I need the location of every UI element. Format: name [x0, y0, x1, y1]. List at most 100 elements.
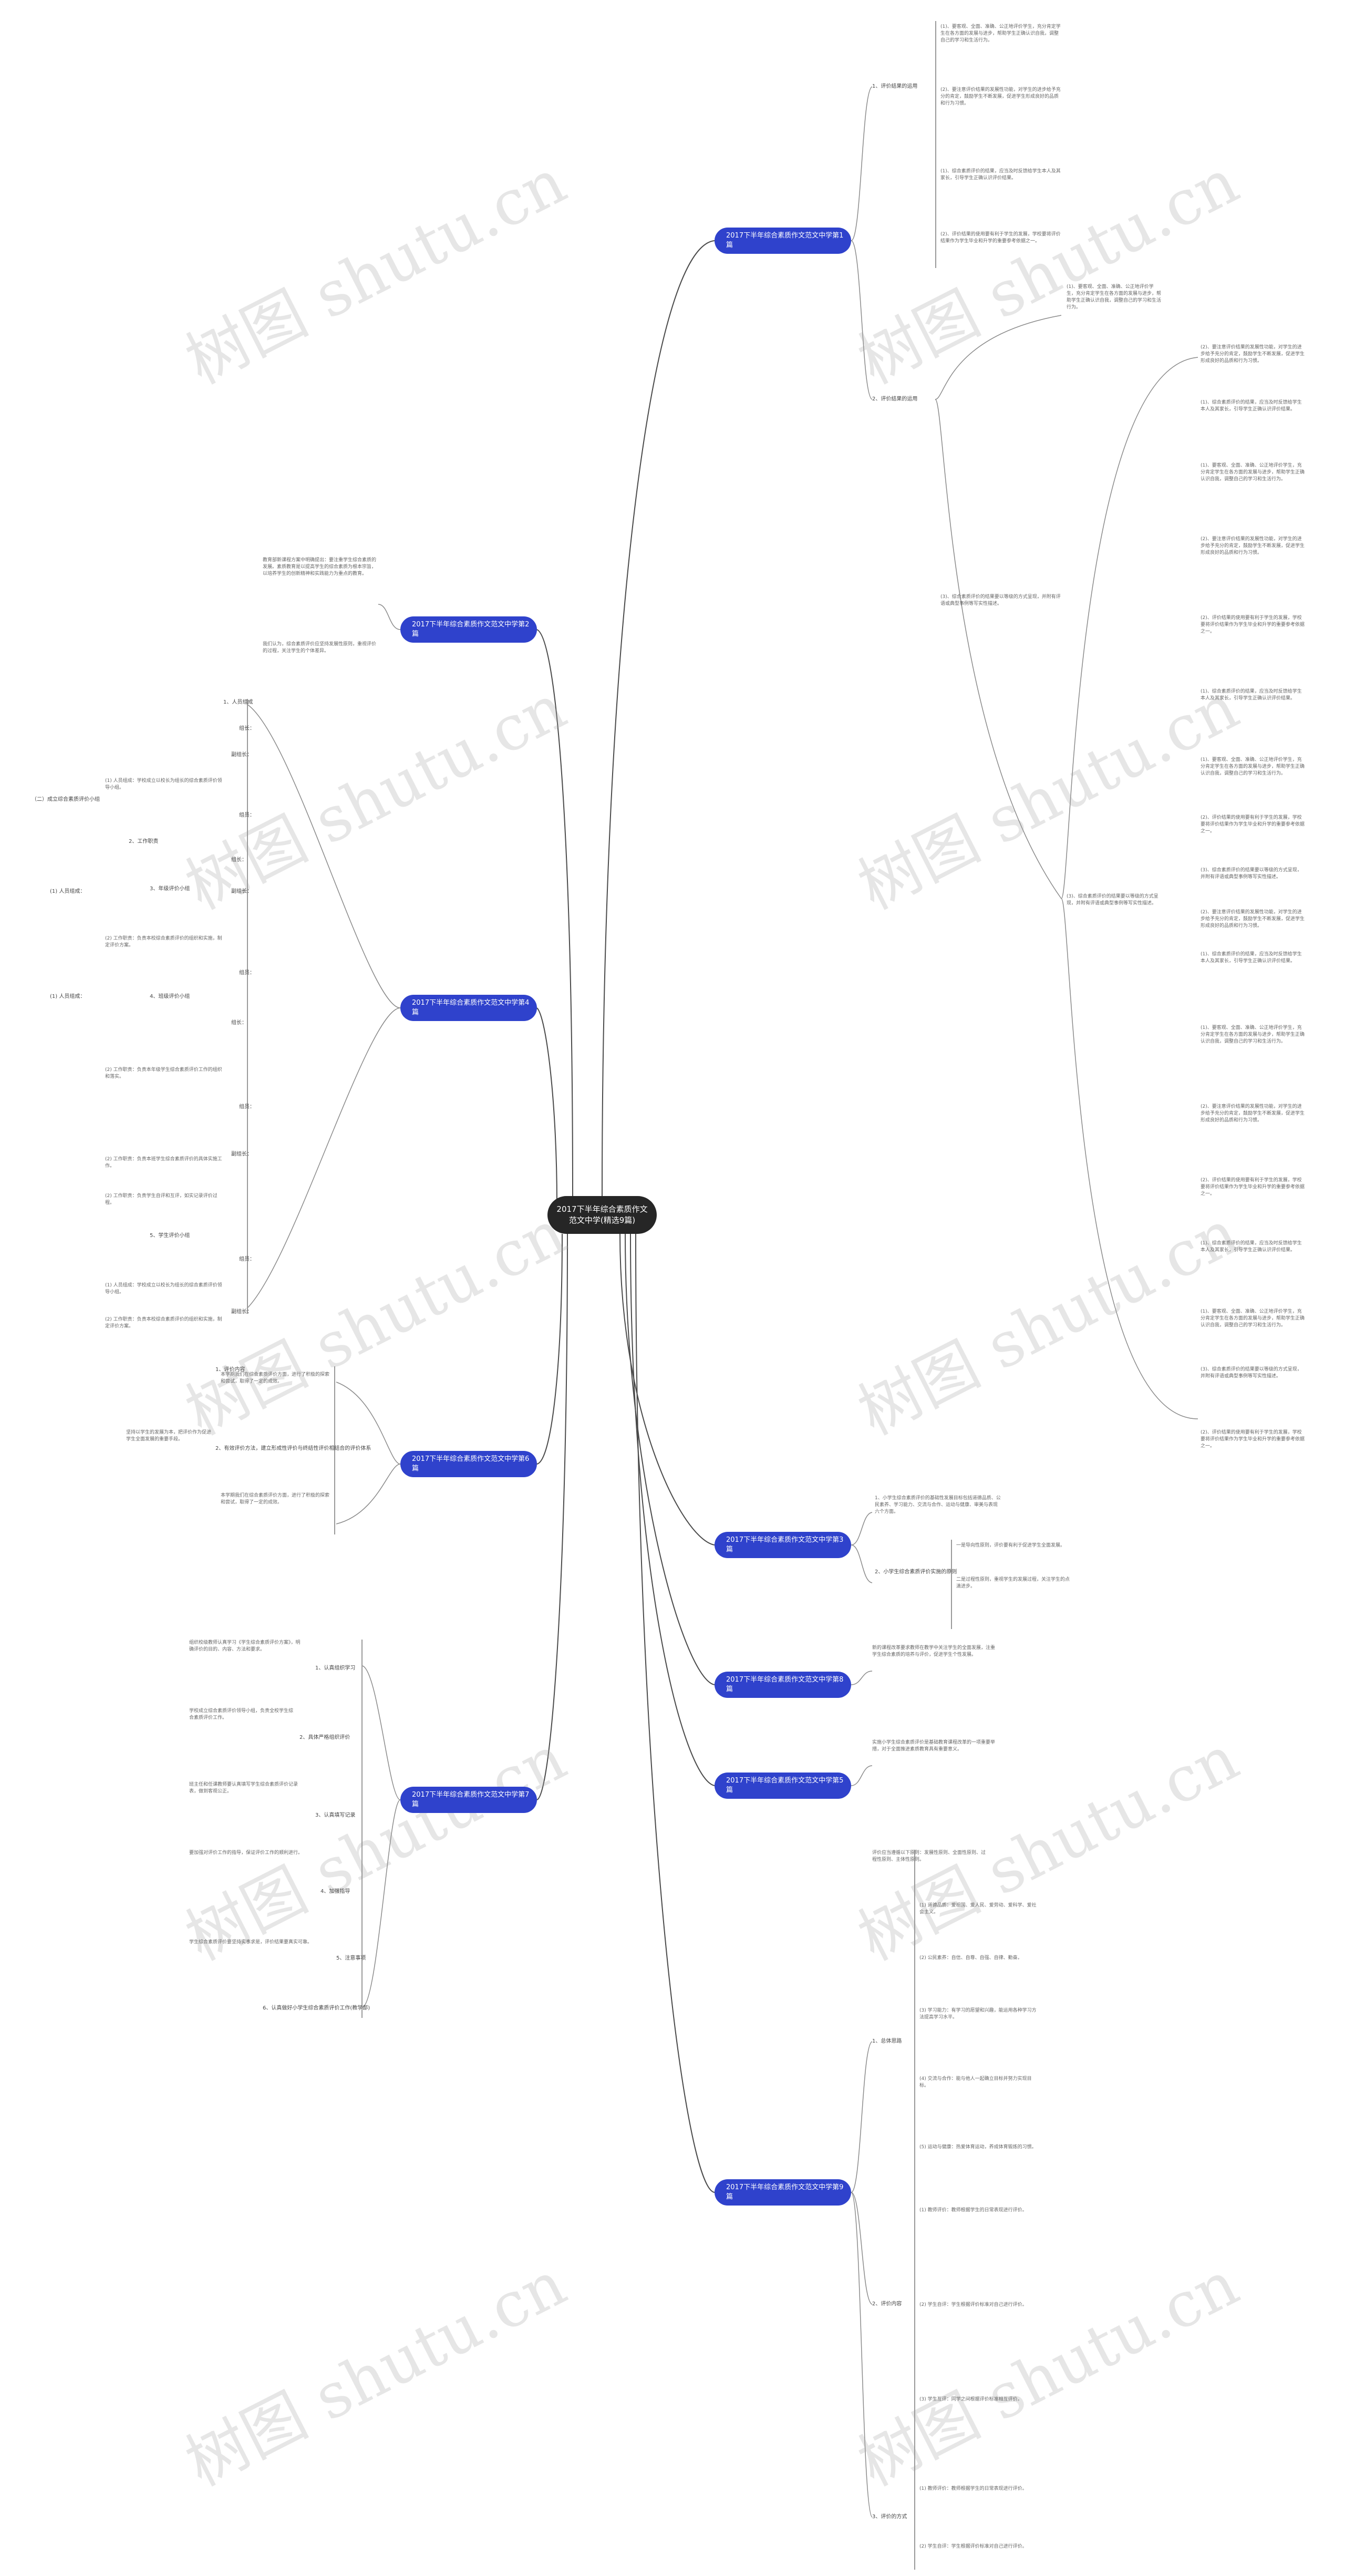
- b1-para: (3)、综合素质评价的结果要以等级的方式呈现，并附有评语或典型事例等写实性描述。: [1067, 894, 1158, 906]
- branch-8[interactable]: 2017下半年综合素质作文范文中学第8篇: [715, 1672, 851, 1698]
- b1-para: (1)、综合素质评价的结果，应当及时反馈给学生本人及其家长，引导学生正确认识评价…: [1201, 689, 1302, 701]
- b4-item[interactable]: 组长：: [231, 1020, 247, 1026]
- b4-para: (2) 工作职责：负责本校综合素质评价的组织和实施，制定评价方案。: [105, 1317, 222, 1329]
- b6-para: 坚持以学生的发展为本，把评价作为促进学生全面发展的重要手段。: [126, 1430, 212, 1442]
- b5-para: 实施小学生综合素质评价是基础教育课程改革的一项重要举措，对于全面推进素质教育具有…: [872, 1740, 996, 1752]
- b9-para: (5) 运动与健康：热爱体育运动，养成体育锻炼的习惯。: [919, 2145, 1037, 2150]
- branch-3[interactable]: 2017下半年综合素质作文范文中学第3篇: [715, 1532, 851, 1558]
- b3-para: 二是过程性原则，重视学生的发展过程，关注学生的点滴进步。: [956, 1577, 1070, 1589]
- b4-para: (1) 人员组成：学校成立以校长为组长的综合素质评价领导小组。: [105, 1283, 222, 1295]
- b4-para: (2) 工作职责：负责本年级学生综合素质评价工作的组织和落实。: [105, 1067, 222, 1079]
- b7-item[interactable]: 5、注意事项: [336, 1955, 366, 1961]
- link-b6-items2: [336, 1464, 401, 1524]
- b9-para: (1) 教师评价：教师根据学生的日常表现进行评价。: [919, 2208, 1027, 2213]
- connector-b2: [536, 629, 573, 1197]
- b1-sub2[interactable]: 2、评价结果的运用: [872, 396, 918, 402]
- b9-sub[interactable]: 2、评价内容: [872, 2301, 902, 2307]
- b4-item[interactable]: 组员：: [239, 812, 255, 818]
- b7-para: 要加强对评价工作的指导，保证评价工作的顺利进行。: [189, 1850, 303, 1856]
- b4-left-label[interactable]: (1) 人员组成：: [50, 889, 86, 894]
- b4-item[interactable]: 2、工作职责: [129, 839, 159, 844]
- link-b6-items: [336, 1382, 401, 1465]
- b1-para: (1)、要客观、全面、准确、公正地评价学生，充分肯定学生在各方面的发展与进步，帮…: [1067, 284, 1161, 310]
- connector-b9: [635, 1233, 715, 2193]
- link-b4-items2: [246, 1007, 401, 1309]
- b3-item[interactable]: 2、小学生综合素质评价实施的原则: [875, 1569, 957, 1575]
- b4-item[interactable]: 组员：: [239, 970, 255, 976]
- b1-para: (2)、要注意评价结果的发展性功能，对学生的进步给予充分的肯定，鼓励学生不断发展…: [1201, 910, 1305, 929]
- link-b9-sub2: [851, 2192, 873, 2305]
- b1-para: (1)、要客观、全面、准确、公正地评价学生，充分肯定学生在各方面的发展与进步，帮…: [940, 24, 1061, 43]
- b7-item[interactable]: 4、加强指导: [320, 1889, 350, 1894]
- link-b1-sub2-right2: [1061, 898, 1198, 1419]
- link-b5-text: [851, 1765, 873, 1786]
- b6-item[interactable]: 2、有效评价方法，建立形成性评价与终结性评价相结合的评价体系: [215, 1446, 371, 1451]
- b4-para: (2) 工作职责：负责本校综合素质评价的组织和实施，制定评价方案。: [105, 936, 222, 948]
- b4-item[interactable]: 组员：: [239, 1104, 255, 1110]
- b7-item[interactable]: 1、认真组织学习: [315, 1665, 356, 1671]
- connector-b8: [625, 1233, 715, 1685]
- root-node[interactable]: 2017下半年综合素质作文 范文中学(精选9篇): [547, 1196, 657, 1234]
- b9-para: 评价应当遵循以下原则：发展性原则、全面性原则、过程性原则、主体性原则。: [872, 1850, 986, 1862]
- b1-para: (1)、综合素质评价的结果，应当及时反馈给学生本人及其家长，引导学生正确认识评价…: [940, 169, 1061, 181]
- connector-b4: [536, 1007, 557, 1204]
- b4-item[interactable]: 组员：: [239, 1256, 255, 1262]
- b7-para: 学生综合素质评价要坚持实事求是，评价结果要真实可靠。: [189, 1940, 313, 1945]
- link-b4-items: [246, 704, 401, 1008]
- b4-item[interactable]: 组长：: [239, 726, 255, 731]
- b1-para: (1)、综合素质评价的结果，应当及时反馈给学生本人及其家长，引导学生正确认识评价…: [1201, 952, 1302, 964]
- b4-para: (1) 人员组成：学校成立以校长为组长的综合素质评价领导小组。: [105, 778, 222, 790]
- branch-6[interactable]: 2017下半年综合素质作文范文中学第6篇: [400, 1451, 537, 1477]
- b1-sub1[interactable]: 1、评价结果的运用: [872, 84, 918, 89]
- b9-para: (1) 道德品质：爱祖国、爱人民、爱劳动、爱科学、爱社会主义。: [919, 1903, 1037, 1915]
- branch-9[interactable]: 2017下半年综合素质作文范文中学第9篇: [715, 2179, 851, 2206]
- b9-para: (3) 学生互评：同学之间根据评价标准相互评价。: [919, 2397, 1022, 2402]
- connector-b7: [536, 1233, 568, 1800]
- b1-para: (1)、综合素质评价的结果，应当及时反馈给学生本人及其家长，引导学生正确认识评价…: [1201, 1241, 1302, 1253]
- b9-bracket: [914, 1850, 915, 2570]
- b4-item[interactable]: 4、班级评价小组: [150, 994, 190, 1000]
- b4-item[interactable]: 副组长：: [231, 1309, 252, 1315]
- b1-para: (2)、评价结果的使用要有利于学生的发展，学校要将评价结果作为学生毕业和升学的重…: [1201, 1430, 1305, 1449]
- b3-para: 一是导向性原则，评价要有利于促进学生全面发展。: [956, 1543, 1065, 1548]
- branch-2[interactable]: 2017下半年综合素质作文范文中学第2篇: [400, 616, 537, 643]
- branch-4[interactable]: 2017下半年综合素质作文范文中学第4篇: [400, 995, 537, 1021]
- b7-item[interactable]: 3、认真填写记录: [315, 1812, 356, 1818]
- link-b7-items: [362, 1665, 401, 1800]
- branch-5[interactable]: 2017下半年综合素质作文范文中学第5篇: [715, 1773, 851, 1799]
- b1-para: (2)、评价结果的使用要有利于学生的发展，学校要将评价结果作为学生毕业和升学的重…: [940, 232, 1061, 244]
- b7-para: 组织校级教师认真学习《学生综合素质评价方案》，明确评价的目的、内容、方法和要求。: [189, 1640, 301, 1652]
- link-b1-sub2-leaves2: [935, 399, 1062, 899]
- b7-para: 班主任和任课教师要认真填写学生综合素质评价记录表，做到客观公正。: [189, 1782, 298, 1794]
- b9-para: (4) 交流与合作：能与他人一起确立目标并努力实现目标。: [919, 2076, 1032, 2088]
- b2-para: 我们认为，综合素质评价应坚持发展性原则，重视评价的过程，关注学生的个体差异。: [263, 642, 377, 654]
- connector-b6: [536, 1233, 563, 1465]
- b4-item[interactable]: 副组长：: [231, 752, 252, 758]
- b1-para: (2)、要注意评价结果的发展性功能，对学生的进步给予充分的肯定，鼓励学生不断发展…: [940, 87, 1061, 106]
- b1-para: (2)、评价结果的使用要有利于学生的发展，学校要将评价结果作为学生毕业和升学的重…: [1201, 615, 1305, 634]
- b4-item[interactable]: 5、学生评价小组: [150, 1233, 190, 1239]
- b1-para: (1)、要客观、全面、准确、公正地评价学生，充分肯定学生在各方面的发展与进步，帮…: [1201, 1309, 1305, 1328]
- link-b1-sub2: [851, 240, 873, 400]
- b4-left-label[interactable]: （二）成立综合素质评价小组: [32, 797, 100, 802]
- b4-item[interactable]: 副组长：: [231, 889, 252, 894]
- root-title-line2: 范文中学(精选9篇): [568, 1215, 636, 1225]
- b1-sub1-bracket: [935, 21, 936, 268]
- b7-item[interactable]: 2、具体严格组织评价: [299, 1735, 350, 1740]
- b4-item[interactable]: 副组长：: [231, 1151, 252, 1157]
- b3-item[interactable]: 1、小学生综合素质评价的基础性发展目标包括道德品质、公民素养、学习能力、交流与合…: [875, 1496, 1001, 1514]
- b9-sub[interactable]: 3、评价的方式: [872, 2514, 907, 2520]
- b4-left-label[interactable]: (1) 人员组成：: [50, 994, 86, 1000]
- branch-7[interactable]: 2017下半年综合素质作文范文中学第7篇: [400, 1787, 537, 1813]
- b4-item[interactable]: 1、人员组成: [223, 699, 253, 705]
- b9-sub[interactable]: 1、总体思路: [872, 2038, 902, 2044]
- branch-1[interactable]: 2017下半年综合素质作文范文中学第1篇: [715, 228, 851, 254]
- b6-item[interactable]: 1、评价内容: [215, 1367, 245, 1373]
- link-b3-items2: [851, 1544, 873, 1583]
- b8-para: 新的课程改革要求教师在教学中关注学生的全面发展，注重学生综合素质的培养与评价，促…: [872, 1645, 996, 1657]
- b4-bracket: [247, 699, 248, 1314]
- b4-item[interactable]: 组长：: [231, 857, 247, 863]
- b7-item[interactable]: 6、认真做好小学生综合素质评价工作(教学部): [263, 2005, 370, 2011]
- b4-item[interactable]: 3、年级评价小组: [150, 886, 190, 892]
